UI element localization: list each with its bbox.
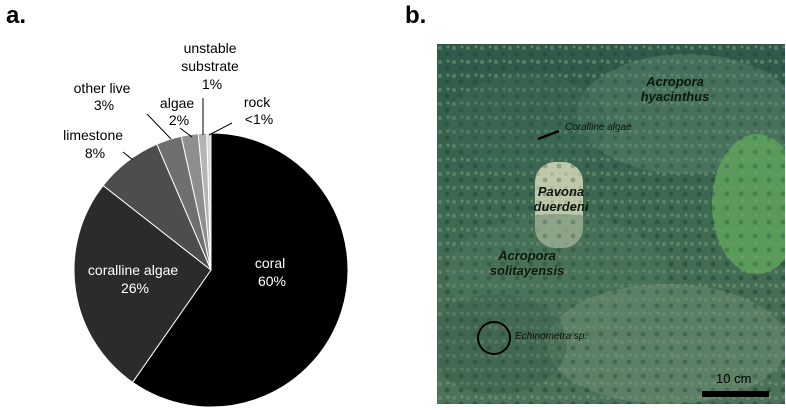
scale-bar-label: 10 cm (716, 371, 752, 386)
label-unstable-substrate-2: substrate (181, 58, 239, 74)
label-coral: coral (255, 255, 285, 271)
pie-chart: coral 60% coralline algae 26% limestone … (63, 40, 349, 408)
svg-text:limestone 8%: limestone 8% (63, 127, 127, 161)
label-other-live: other live (74, 80, 131, 96)
label-echinometra: Echinometra sp. (515, 331, 588, 342)
svg-text:coralline algae 26%: coralline algae 26% (88, 262, 182, 296)
panel-b-letter: b. (405, 2, 427, 29)
pct-unstable-substrate: 1% (202, 76, 222, 92)
label-acropora-hyacinthus: Acropora hyacinthus (625, 74, 725, 104)
label-acropora-solitayensis: Acropora solitayensis (477, 248, 577, 278)
pct-limestone: 8% (85, 145, 105, 161)
leader-lines (122, 98, 233, 161)
label-acropora-solitayensis-genus: Acropora (498, 248, 556, 263)
label-pavona-duerdeni: Pavona duerdeni (525, 184, 597, 214)
pct-coral: 60% (258, 273, 286, 289)
label-acropora-hyacinthus-genus: Acropora (646, 74, 704, 89)
label-coralline-algae: Coralline algae (565, 122, 632, 133)
leader-other-live (146, 113, 172, 140)
pie-slice-coral (131, 132, 349, 408)
reef-photo-image (437, 44, 785, 404)
label-acropora-hyacinthus-species: hyacinthus (640, 89, 710, 104)
leader-limestone (122, 151, 134, 161)
label-pavona-genus: Pavona (537, 184, 585, 199)
pct-rock: <1% (245, 111, 273, 127)
label-algae: algae (160, 95, 194, 111)
svg-text:algae 2%: algae 2% (160, 95, 198, 128)
label-unstable-substrate-1: unstable (184, 40, 237, 56)
svg-text:rock <1%: rock <1% (244, 94, 274, 127)
pct-algae: 2% (169, 112, 189, 128)
pct-other-live: 3% (94, 97, 114, 113)
label-rock: rock (244, 94, 271, 110)
pie-slice-rock (206, 132, 212, 271)
label-limestone: limestone (63, 127, 123, 143)
label-pavona-species: duerdeni (533, 199, 589, 214)
label-coralline-algae: coralline algae (88, 262, 178, 278)
svg-text:other live 3%: other live 3% (74, 80, 135, 113)
panel-a-letter: a. (6, 2, 27, 29)
reef-photo: Acropora hyacinthus Pavona duerdeni Acro… (437, 44, 785, 404)
svg-text:coral 60%: coral 60% (255, 255, 289, 289)
label-acropora-solitayensis-species: solitayensis (489, 263, 565, 278)
pct-coralline-algae: 26% (121, 280, 149, 296)
pie-slices (73, 132, 349, 408)
leader-algae (179, 127, 193, 138)
leader-rock (208, 122, 233, 136)
svg-text:unstable substrate 1%: unstable substrate 1% (181, 40, 242, 92)
pie-slice-coralline-algae (73, 184, 212, 384)
